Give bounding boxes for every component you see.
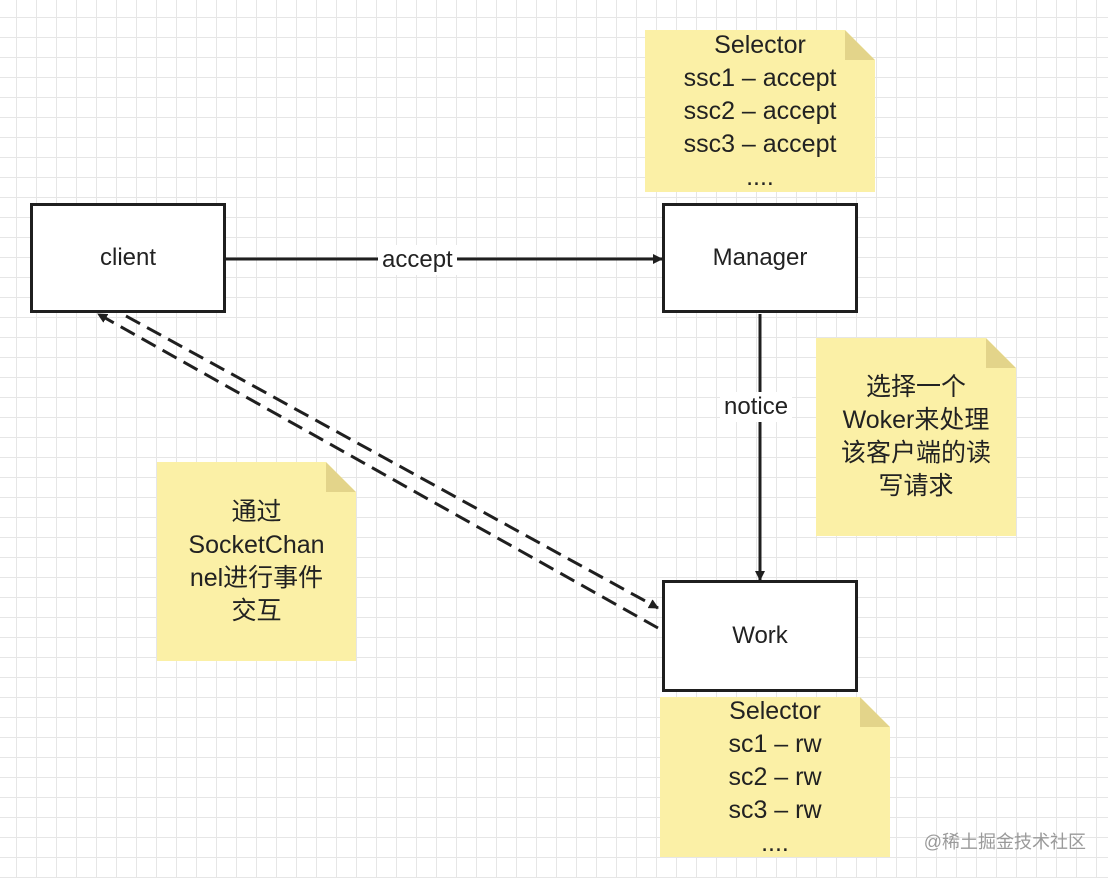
note-line: 通过 [231, 497, 282, 526]
manager-node[interactable]: Manager [662, 203, 858, 313]
choose-worker-note: 选择一个 Woker来处理 该客户端的读 写请求 [816, 338, 1016, 536]
client-node[interactable]: client [30, 203, 226, 313]
note-line: 交互 [231, 596, 282, 625]
work-node-label: Work [732, 622, 788, 649]
manager-selector-note: Selector ssc1 – accept ssc2 – accept ssc… [645, 30, 875, 192]
note-line: 该客户端的读 [840, 439, 991, 467]
accept-edge-label: accept [378, 245, 457, 275]
work-selector-note: Selector sc1 – rw sc2 – rw sc3 – rw .... [660, 697, 890, 857]
work-node[interactable]: Work [662, 580, 858, 692]
note-line: Woker来处理 [842, 406, 990, 434]
note-line: .... [761, 828, 789, 857]
note-line: Selector [714, 30, 806, 59]
client-node-label: client [99, 244, 157, 271]
note-line: sc2 – rw [728, 762, 822, 791]
note-line: .... [746, 162, 774, 191]
note-line: sc3 – rw [728, 795, 822, 824]
client-to-work-dashed-arrow [125, 314, 659, 610]
note-line: ssc3 – accept [683, 129, 837, 158]
socket-channel-note: 通过 SocketChan nel进行事件 交互 [157, 462, 356, 661]
manager-node-label: Manager [712, 244, 808, 271]
note-line: 选择一个 [865, 373, 966, 401]
watermark-text: @稀土掘金技术社区 [923, 832, 1086, 852]
note-line: Selector [729, 696, 821, 725]
note-line: ssc2 – accept [683, 96, 837, 125]
work-to-client-dashed-arrow [97, 312, 659, 630]
note-line: ssc1 – accept [683, 63, 837, 92]
note-line: SocketChan [188, 530, 325, 559]
note-line: nel进行事件 [189, 563, 324, 592]
notice-edge-label: notice [720, 392, 793, 422]
note-line: 写请求 [878, 472, 954, 500]
note-line: sc1 – rw [728, 729, 822, 758]
